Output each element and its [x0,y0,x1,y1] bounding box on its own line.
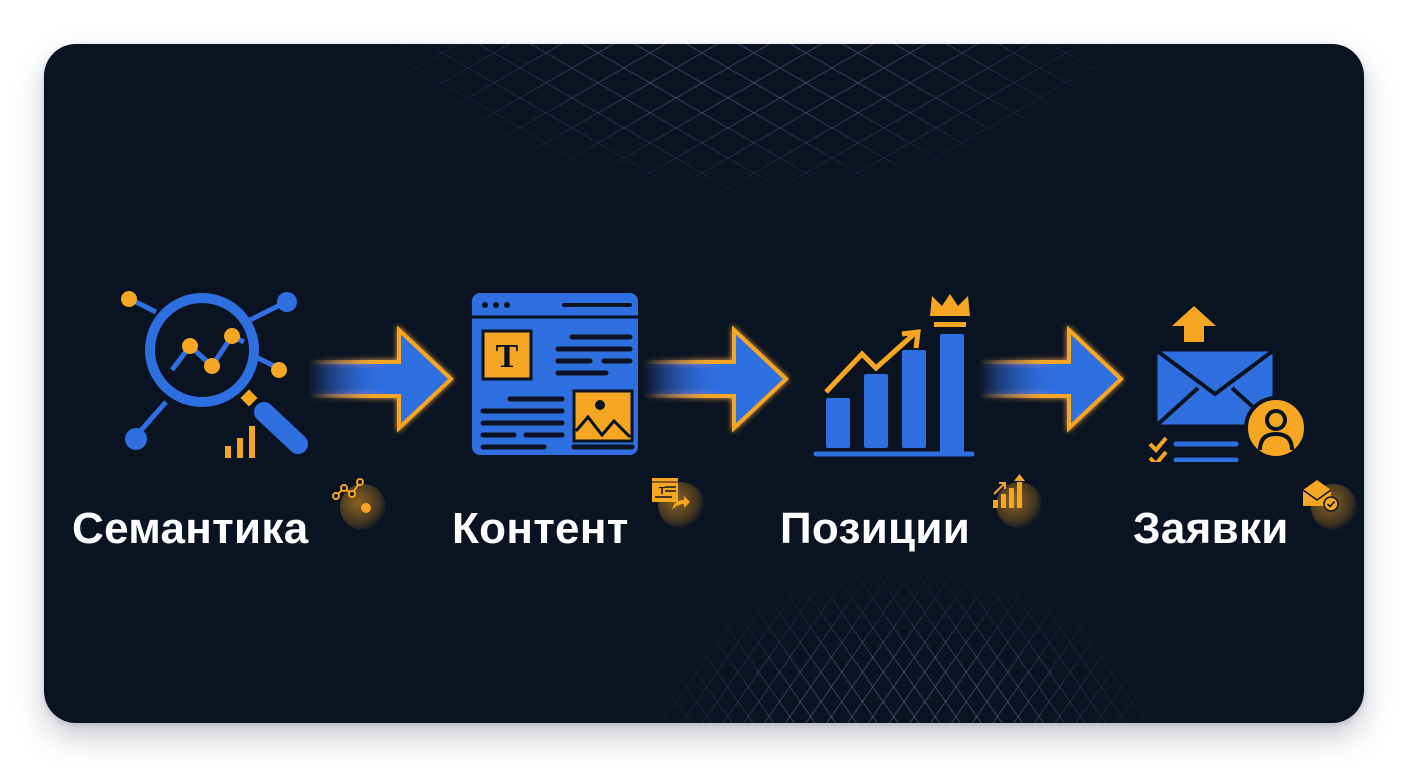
step-label-semantics: Семантика [72,504,309,553]
trend-line-badge-icon [328,474,386,530]
step-label-leads: Заявки [1133,504,1289,553]
growth-bars-badge-icon [984,472,1042,528]
arrow-right-icon [309,325,454,433]
svg-text:T: T [659,486,665,497]
bar-chart-crown-icon [813,294,975,457]
envelope-user-icon [1148,306,1308,462]
magnifier-analytics-icon [121,291,308,458]
flow-card: T [44,44,1364,723]
svg-text:T: T [496,338,519,375]
mail-check-badge-icon [1299,474,1357,530]
step-label-content: Контент [452,504,629,553]
grid-pattern-top [304,44,1204,274]
arrow-right-icon [644,325,789,433]
arrow-right-icon [979,325,1124,433]
step-label-positions: Позиции [780,504,971,553]
document-share-badge-icon: T [646,472,704,528]
web-page-content-icon: T [472,293,638,455]
